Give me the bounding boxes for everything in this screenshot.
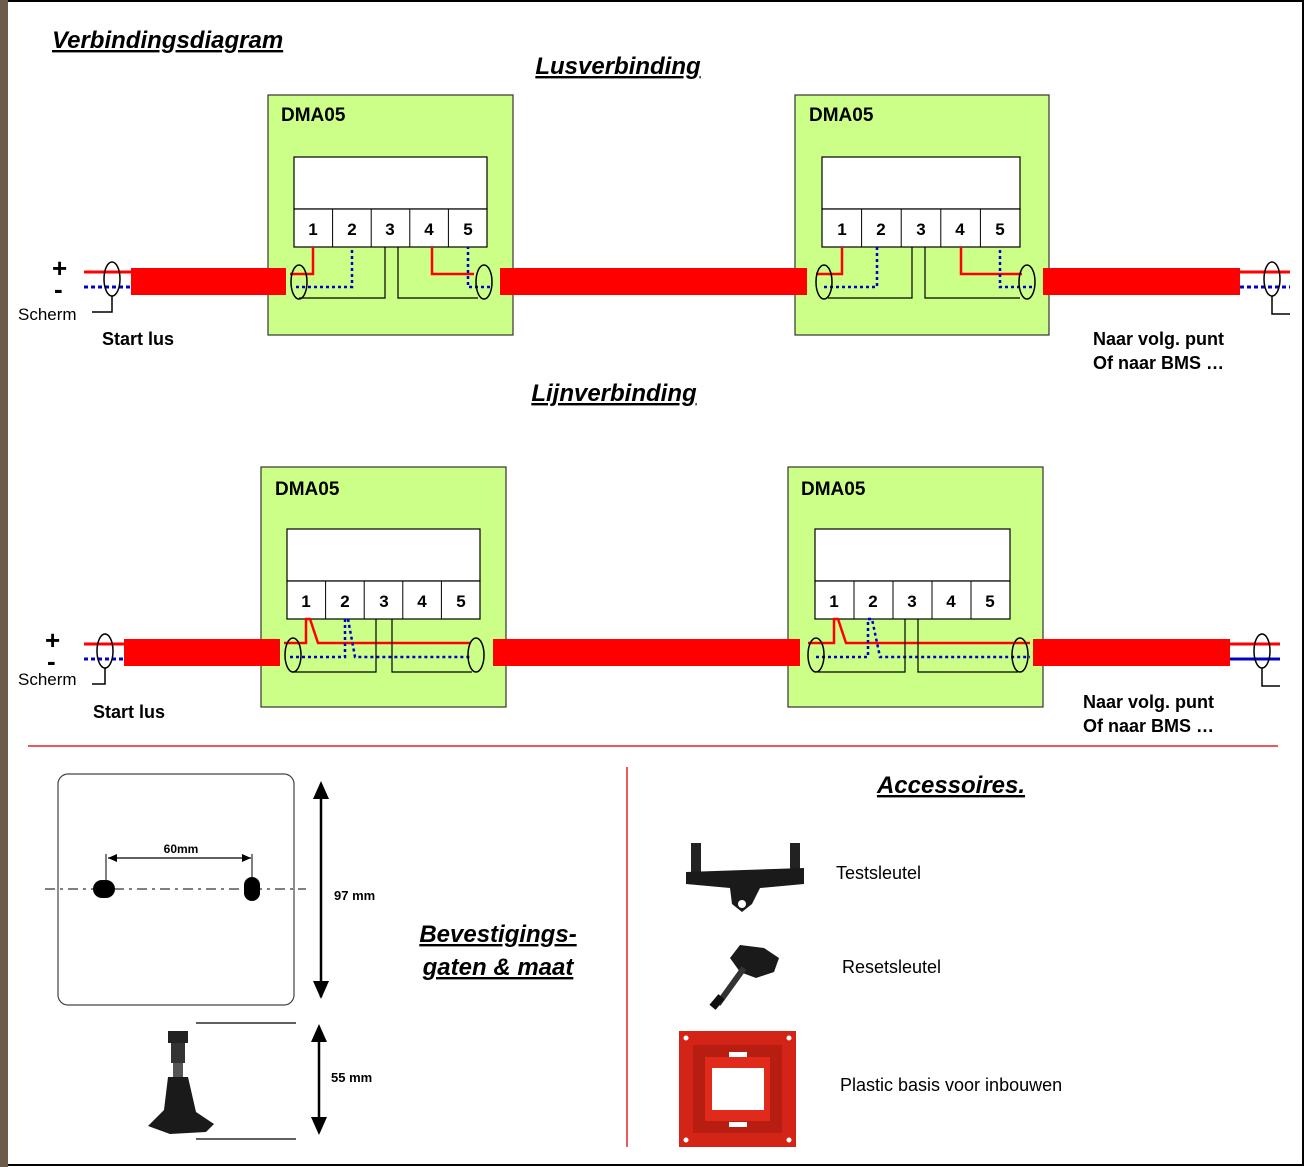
line-output-shield-ring (1253, 633, 1271, 669)
terminal-block (814, 580, 1011, 620)
loop-end-label-2: Of naar BMS … (1093, 353, 1224, 373)
terminal-2: 2 (340, 592, 349, 611)
terminal-2: 2 (876, 220, 885, 239)
mounting-hole-right (244, 877, 260, 901)
line-module-1: DMA05 1 2 3 4 5 (260, 466, 507, 708)
mounting-section: 60mm 97 mm 55 mm Bevestigings- gaten & m… (45, 773, 577, 1140)
loop-plus-sign: + (52, 253, 67, 283)
loop-output-shield-ring (1263, 261, 1281, 297)
line-shield-label: Scherm (18, 670, 77, 689)
terminal-1: 1 (837, 220, 846, 239)
loop-module-1: DMA05 1 2 3 4 5 (267, 94, 514, 336)
line-minus-sign: - (47, 646, 56, 676)
loop-title: Lusverbinding (535, 53, 701, 80)
line-end-label-1: Naar volg. punt (1083, 692, 1214, 712)
hole-spacing-label: 60mm (164, 842, 199, 856)
terminal-2: 2 (347, 220, 356, 239)
line-end-label-2: Of naar BMS … (1083, 716, 1214, 736)
accessory-label: Plastic basis voor inbouwen (840, 1075, 1062, 1095)
terminal-3: 3 (379, 592, 388, 611)
module-label: DMA05 (281, 105, 346, 126)
line-plus-sign: + (45, 625, 60, 655)
terminal-2: 2 (868, 592, 877, 611)
terminal-3: 3 (907, 592, 916, 611)
mounting-title-2: gaten & maat (422, 954, 575, 981)
depth-label: 55 mm (331, 1070, 372, 1085)
reset-key-side-icon (148, 1031, 214, 1134)
loop-shield-lead (92, 296, 113, 313)
line-input-shield-ring (96, 633, 114, 669)
mounting-title-1: Bevestigings- (419, 921, 576, 948)
loop-start-label: Start lus (102, 329, 174, 349)
loop-diagram: + - Scherm Start lus DMA05 1 2 3 4 5 (18, 94, 1290, 373)
test-key-icon (686, 843, 804, 912)
mounting-hole-left (93, 880, 115, 898)
module-display (814, 528, 1011, 582)
loop-cable-end (1043, 268, 1240, 295)
line-cable-middle (493, 639, 800, 666)
terminal-5: 5 (985, 592, 994, 611)
terminal-block (286, 580, 481, 620)
module-label: DMA05 (275, 479, 340, 500)
line-cable-end (1033, 639, 1230, 666)
accessories-section: Accessoires. Testsleutel Resetsleutel (679, 772, 1062, 1147)
module-display (293, 156, 488, 210)
terminal-5: 5 (456, 592, 465, 611)
terminal-4: 4 (955, 220, 965, 239)
line-diagram: + - Scherm Start lus DMA05 1 2 3 4 5 (18, 466, 1280, 736)
loop-end-label-1: Naar volg. punt (1093, 329, 1224, 349)
terminal-1: 1 (829, 592, 838, 611)
terminal-5: 5 (463, 220, 472, 239)
terminal-block (821, 208, 1021, 248)
accessories-title: Accessoires. (876, 772, 1025, 799)
terminal-1: 1 (301, 592, 310, 611)
terminal-4: 4 (424, 220, 434, 239)
loop-input-shield-ring (103, 261, 121, 297)
housing-outline (57, 773, 295, 1006)
left-edge-bar (0, 0, 8, 1167)
loop-minus-sign: - (54, 274, 63, 304)
terminal-3: 3 (385, 220, 394, 239)
terminal-5: 5 (995, 220, 1004, 239)
loop-module-2: DMA05 1 2 3 4 5 (794, 94, 1050, 336)
line-module-2: DMA05 1 2 3 4 5 (787, 466, 1044, 708)
terminal-1: 1 (308, 220, 317, 239)
loop-shield-label: Scherm (18, 305, 77, 324)
module-display (821, 156, 1021, 210)
line-title: Lijnverbinding (531, 380, 697, 407)
height-label: 97 mm (334, 888, 375, 903)
diagram-title: Verbindingsdiagram (52, 27, 283, 54)
reset-key-icon (709, 945, 779, 1010)
module-display (286, 528, 481, 582)
terminal-3: 3 (916, 220, 925, 239)
terminal-4: 4 (417, 592, 427, 611)
accessory-label: Testsleutel (836, 863, 921, 883)
terminal-4: 4 (946, 592, 956, 611)
module-label: DMA05 (809, 105, 874, 126)
line-cable-start (124, 639, 280, 666)
module-label: DMA05 (801, 479, 866, 500)
terminal-block (293, 208, 488, 248)
loop-cable-start (131, 268, 286, 295)
line-start-label: Start lus (93, 702, 165, 722)
plastic-base-icon (679, 1031, 796, 1147)
loop-cable-middle (500, 268, 807, 295)
accessory-label: Resetsleutel (842, 957, 941, 977)
